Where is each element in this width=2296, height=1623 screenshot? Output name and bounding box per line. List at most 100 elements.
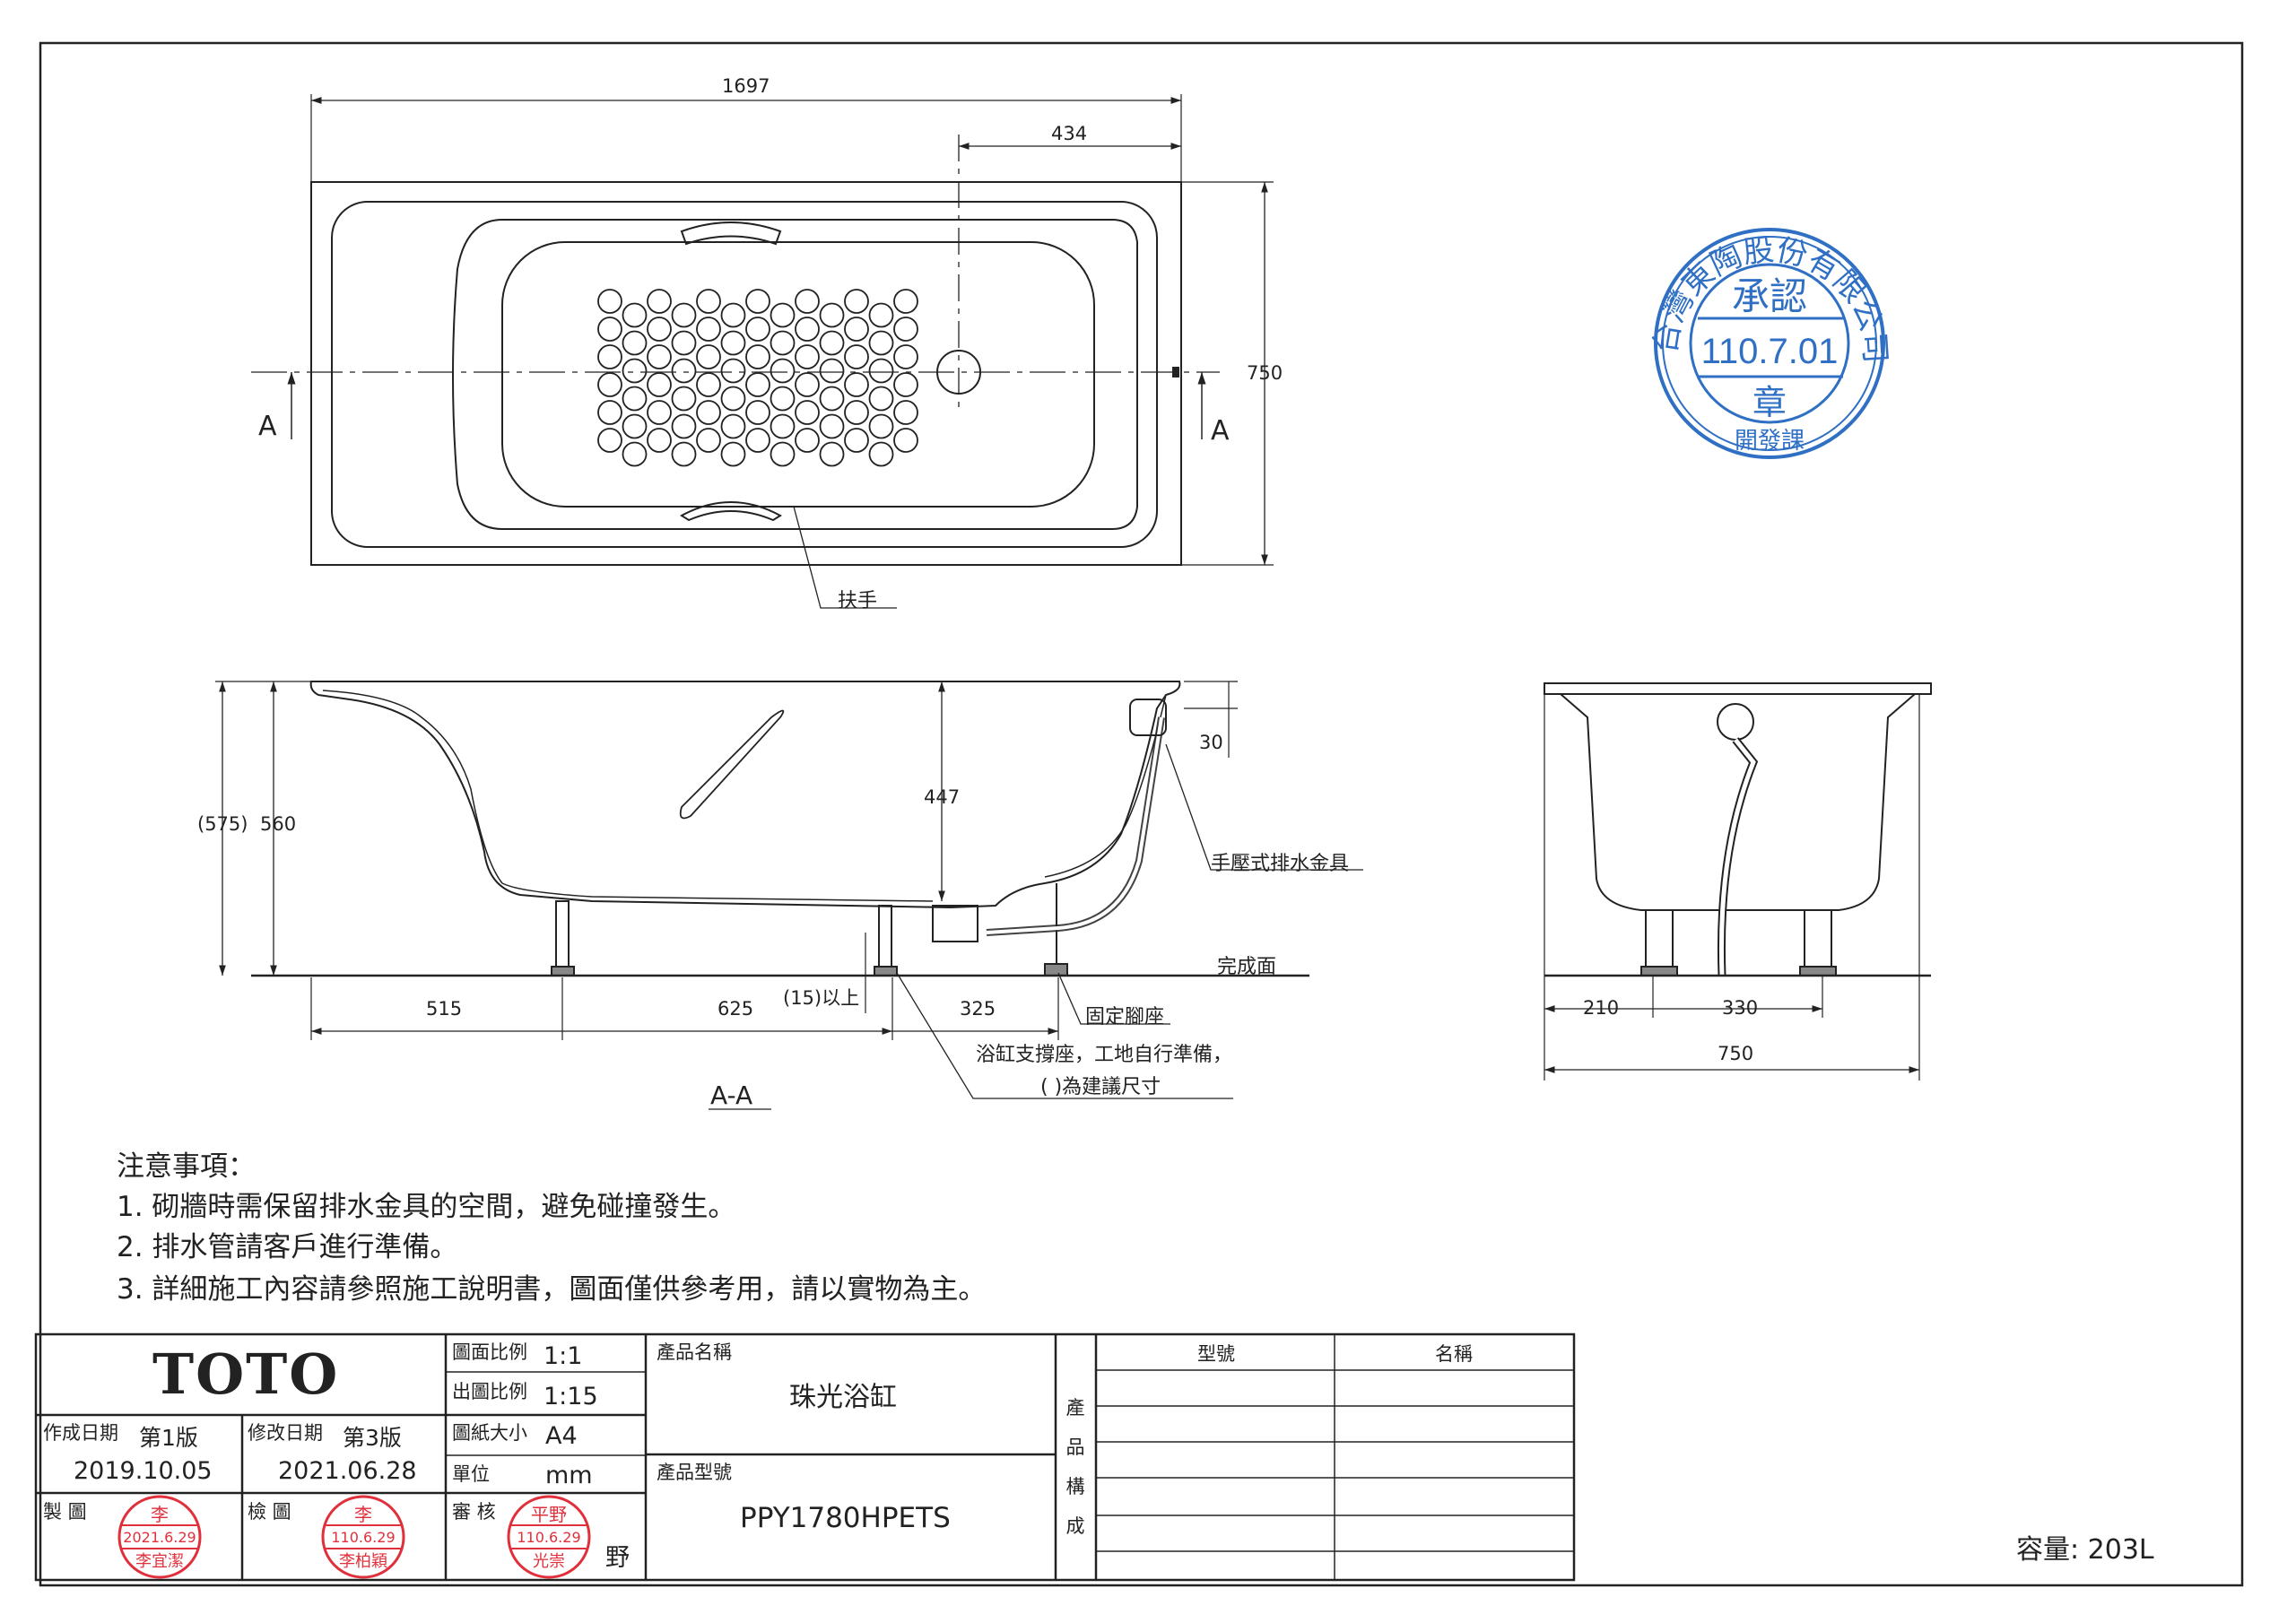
brand-logo: TOTO <box>152 1341 340 1407</box>
checker-label: 檢 圖 <box>248 1501 291 1523</box>
anti-slip-dot <box>745 289 770 314</box>
dim-overall-height: (575) <box>197 813 248 835</box>
stamp-text: 2021.6.29 <box>123 1529 196 1546</box>
dim-height: 560 <box>260 813 297 835</box>
anti-slip-dot <box>795 372 820 397</box>
anti-slip-dot <box>844 428 869 453</box>
anti-slip-dot <box>868 413 894 439</box>
anti-slip-dot <box>770 302 796 328</box>
note-item: 2. 排水管請客戶進行準備。 <box>117 1231 458 1263</box>
section-view <box>215 681 1363 1110</box>
anti-slip-dot <box>647 400 672 425</box>
anti-slip-dot <box>720 358 746 384</box>
anti-slip-dot <box>819 358 845 384</box>
anti-slip-dot <box>647 428 672 453</box>
print-scale-label: 出圖比例 <box>452 1381 527 1402</box>
foot-label: 固定腳座 <box>1085 1006 1165 1028</box>
stamp-text: 李柏穎 <box>339 1552 387 1571</box>
product-name-label: 產品名稱 <box>657 1341 732 1363</box>
stamp-title: 承認 <box>1732 274 1807 318</box>
handle-top <box>680 221 782 246</box>
support-label-1: 浴缸支撐座，工地自行準備， <box>976 1044 1233 1066</box>
anti-slip-dot <box>745 400 770 425</box>
handle-bottom <box>680 501 782 522</box>
anti-slip-dot <box>622 358 648 384</box>
anti-slip-dot <box>671 413 697 439</box>
anti-slip-dot <box>696 317 721 342</box>
top-view <box>251 94 1274 609</box>
revised-label: 修改日期 <box>248 1422 323 1444</box>
anti-slip-dot <box>770 330 796 356</box>
dim-length: 1697 <box>722 75 770 97</box>
anti-slip-dot <box>720 330 746 356</box>
created-date: 2019.10.05 <box>74 1457 213 1485</box>
revised-date: 2021.06.28 <box>278 1457 417 1485</box>
anti-slip-dot <box>745 317 770 342</box>
floor-label: 完成面 <box>1217 956 1277 978</box>
signature-stamp: 李 110.6.29 李柏穎 <box>321 1495 405 1579</box>
anti-slip-dot <box>868 358 894 384</box>
section-mark-right: A <box>1211 415 1230 447</box>
anti-slip-dot <box>696 289 721 314</box>
paper-size-label: 圖紙大小 <box>452 1422 527 1444</box>
anti-slip-dot <box>819 413 845 439</box>
stamp-text: 李 <box>354 1504 372 1525</box>
anti-slip-dot <box>622 441 648 467</box>
anti-slip-dot <box>893 372 918 397</box>
stamp-text: 李宜潔 <box>135 1552 184 1571</box>
anti-slip-dot <box>819 302 845 328</box>
end-dim-width: 750 <box>1718 1043 1754 1064</box>
anti-slip-dot <box>671 330 697 356</box>
reviewer-label: 審 核 <box>452 1501 496 1523</box>
drafter-label: 製 圖 <box>43 1501 87 1523</box>
drawing-scale: 1:1 <box>544 1342 583 1370</box>
anti-slip-dot <box>868 330 894 356</box>
drain-fitting-label: 手壓式排水金具 <box>1211 853 1350 875</box>
drawing-scale-label: 圖面比例 <box>452 1341 527 1363</box>
dim-width: 750 <box>1247 362 1283 384</box>
anti-slip-dot <box>720 441 746 467</box>
anti-slip-dot <box>597 344 622 369</box>
stamp-seal: 章 <box>1752 383 1787 422</box>
anti-slip-dot <box>622 302 648 328</box>
dim-drain-offset: 434 <box>1051 123 1088 144</box>
anti-slip-dot <box>770 358 796 384</box>
note-item: 3. 詳細施工內容請參照施工說明書，圖面僅供參考用，請以實物為主。 <box>117 1273 987 1306</box>
end-dim-middle: 330 <box>1722 997 1759 1019</box>
anti-slip-dot <box>597 289 622 314</box>
anti-slip-dot <box>795 289 820 314</box>
approval-stamp: 台灣東陶股份有限公司 承認 110.7.01 章 開發課 <box>1648 228 1893 459</box>
section-mark-left: A <box>258 411 277 442</box>
anti-slip-dot <box>795 344 820 369</box>
anti-slip-dot <box>844 289 869 314</box>
anti-slip-dot <box>795 400 820 425</box>
product-name: 珠光浴缸 <box>789 1382 897 1413</box>
anti-slip-dot <box>819 386 845 412</box>
created-version: 第1版 <box>139 1425 198 1451</box>
end-dim-left: 210 <box>1583 997 1620 1019</box>
anti-slip-dot <box>647 317 672 342</box>
anti-slip-dot <box>893 344 918 369</box>
anti-slip-dot <box>893 289 918 314</box>
anti-slip-dot <box>622 386 648 412</box>
reviewer-name-suffix: 野 <box>605 1544 630 1572</box>
anti-slip-dot <box>671 441 697 467</box>
unit-label: 單位 <box>452 1463 490 1485</box>
section-title: A-A <box>710 1081 753 1110</box>
dim-clearance: (15)以上 <box>783 987 860 1009</box>
stamp-text: 李 <box>151 1504 169 1525</box>
anti-slip-dot <box>893 400 918 425</box>
anti-slip-dot <box>597 400 622 425</box>
stamp-date: 110.7.01 <box>1701 332 1839 371</box>
anti-slip-dot <box>622 413 648 439</box>
anti-slip-dot <box>844 344 869 369</box>
created-label: 作成日期 <box>43 1422 118 1444</box>
anti-slip-dot <box>720 413 746 439</box>
anti-slip-dot <box>868 441 894 467</box>
stamp-text: 平野 <box>531 1504 567 1525</box>
stamp-text: 110.6.29 <box>331 1529 395 1546</box>
stamp-text: 110.6.29 <box>517 1529 580 1546</box>
drawing-border <box>39 41 2244 1587</box>
